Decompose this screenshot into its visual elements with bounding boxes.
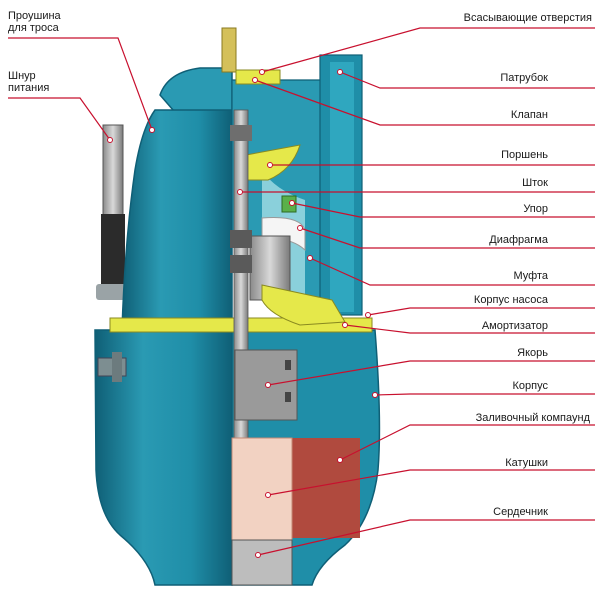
coils: [231, 437, 293, 551]
label-coils: Катушки: [505, 457, 548, 469]
leader-dots: [107, 69, 378, 558]
label-diaphragm: Диафрагма: [489, 234, 548, 246]
label-rod: Шток: [522, 177, 548, 189]
core: [231, 539, 293, 586]
pump-body-section: [221, 27, 363, 326]
power-cord: [96, 124, 130, 300]
label-damper: Амортизатор: [481, 320, 548, 332]
label-pipe: Патрубок: [500, 72, 548, 84]
compound: [288, 438, 360, 538]
label-housing: Корпус: [512, 380, 548, 392]
label-intake: Всасывающие отверстия: [463, 12, 592, 24]
label-valve: Клапан: [510, 109, 548, 121]
label-anchor: Якорь: [517, 347, 548, 359]
label-piston: Поршень: [501, 149, 548, 161]
label-stop: Упор: [523, 203, 548, 215]
label-coupling: Муфта: [513, 270, 548, 282]
label-core: Сердечник: [493, 506, 548, 518]
label-pump-body: Корпус насоса: [473, 294, 548, 306]
label-compound: Заливочный компаунд: [475, 412, 590, 424]
leader-lines: [8, 27, 595, 556]
label-cord: Шнур питания: [8, 70, 50, 94]
label-eye: Проушина для троса: [8, 10, 61, 34]
